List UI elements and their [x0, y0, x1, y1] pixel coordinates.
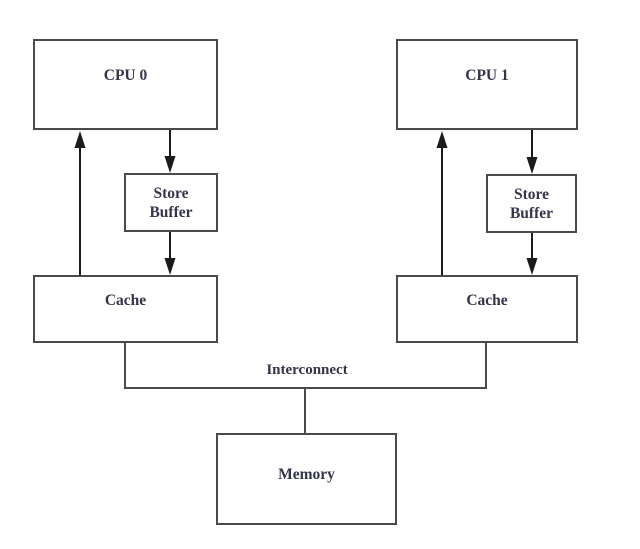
edge-cpu0-storebuffer0-arrowhead-down — [164, 156, 176, 173]
edge-cpu1-storebuffer1-arrowhead-down — [526, 157, 538, 174]
node-cpu1: CPU 1 — [396, 39, 578, 130]
node-cpu0-label: CPU 0 — [103, 67, 148, 84]
node-cpu1-label: CPU 1 — [465, 67, 509, 84]
node-cache0: Cache — [33, 275, 218, 343]
node-cache1-label: Cache — [466, 291, 508, 309]
edge-storebuffer0-cache0-arrowhead-down — [164, 258, 176, 275]
node-memory: Memory — [216, 433, 397, 525]
edge-storebuffer1-cache1-arrowhead-down — [526, 258, 538, 275]
node-cache0-label: Cache — [104, 291, 147, 309]
node-cpu0: CPU 0 — [33, 39, 218, 130]
store-buffer1-label-line2: Buffer — [509, 204, 554, 222]
node-cache1: Cache — [396, 275, 578, 343]
node-store-buffer1-label: Store Buffer — [510, 185, 553, 223]
store-buffer0-label-line2: Buffer — [149, 203, 193, 221]
store-buffer1-label-line1: Store — [513, 185, 549, 203]
edge-cache1-cpu1-arrowhead-up — [436, 131, 448, 148]
node-store-buffer1: Store Buffer — [486, 174, 577, 233]
node-store-buffer0: Store Buffer — [124, 173, 218, 232]
store-buffer0-label-line1: Store — [153, 184, 189, 202]
node-store-buffer0-label: Store Buffer — [149, 184, 192, 222]
interconnect-label: Interconnect — [266, 362, 348, 378]
edge-cache0-cpu0-arrowhead-up — [74, 131, 86, 148]
node-memory-label: Memory — [278, 465, 335, 483]
